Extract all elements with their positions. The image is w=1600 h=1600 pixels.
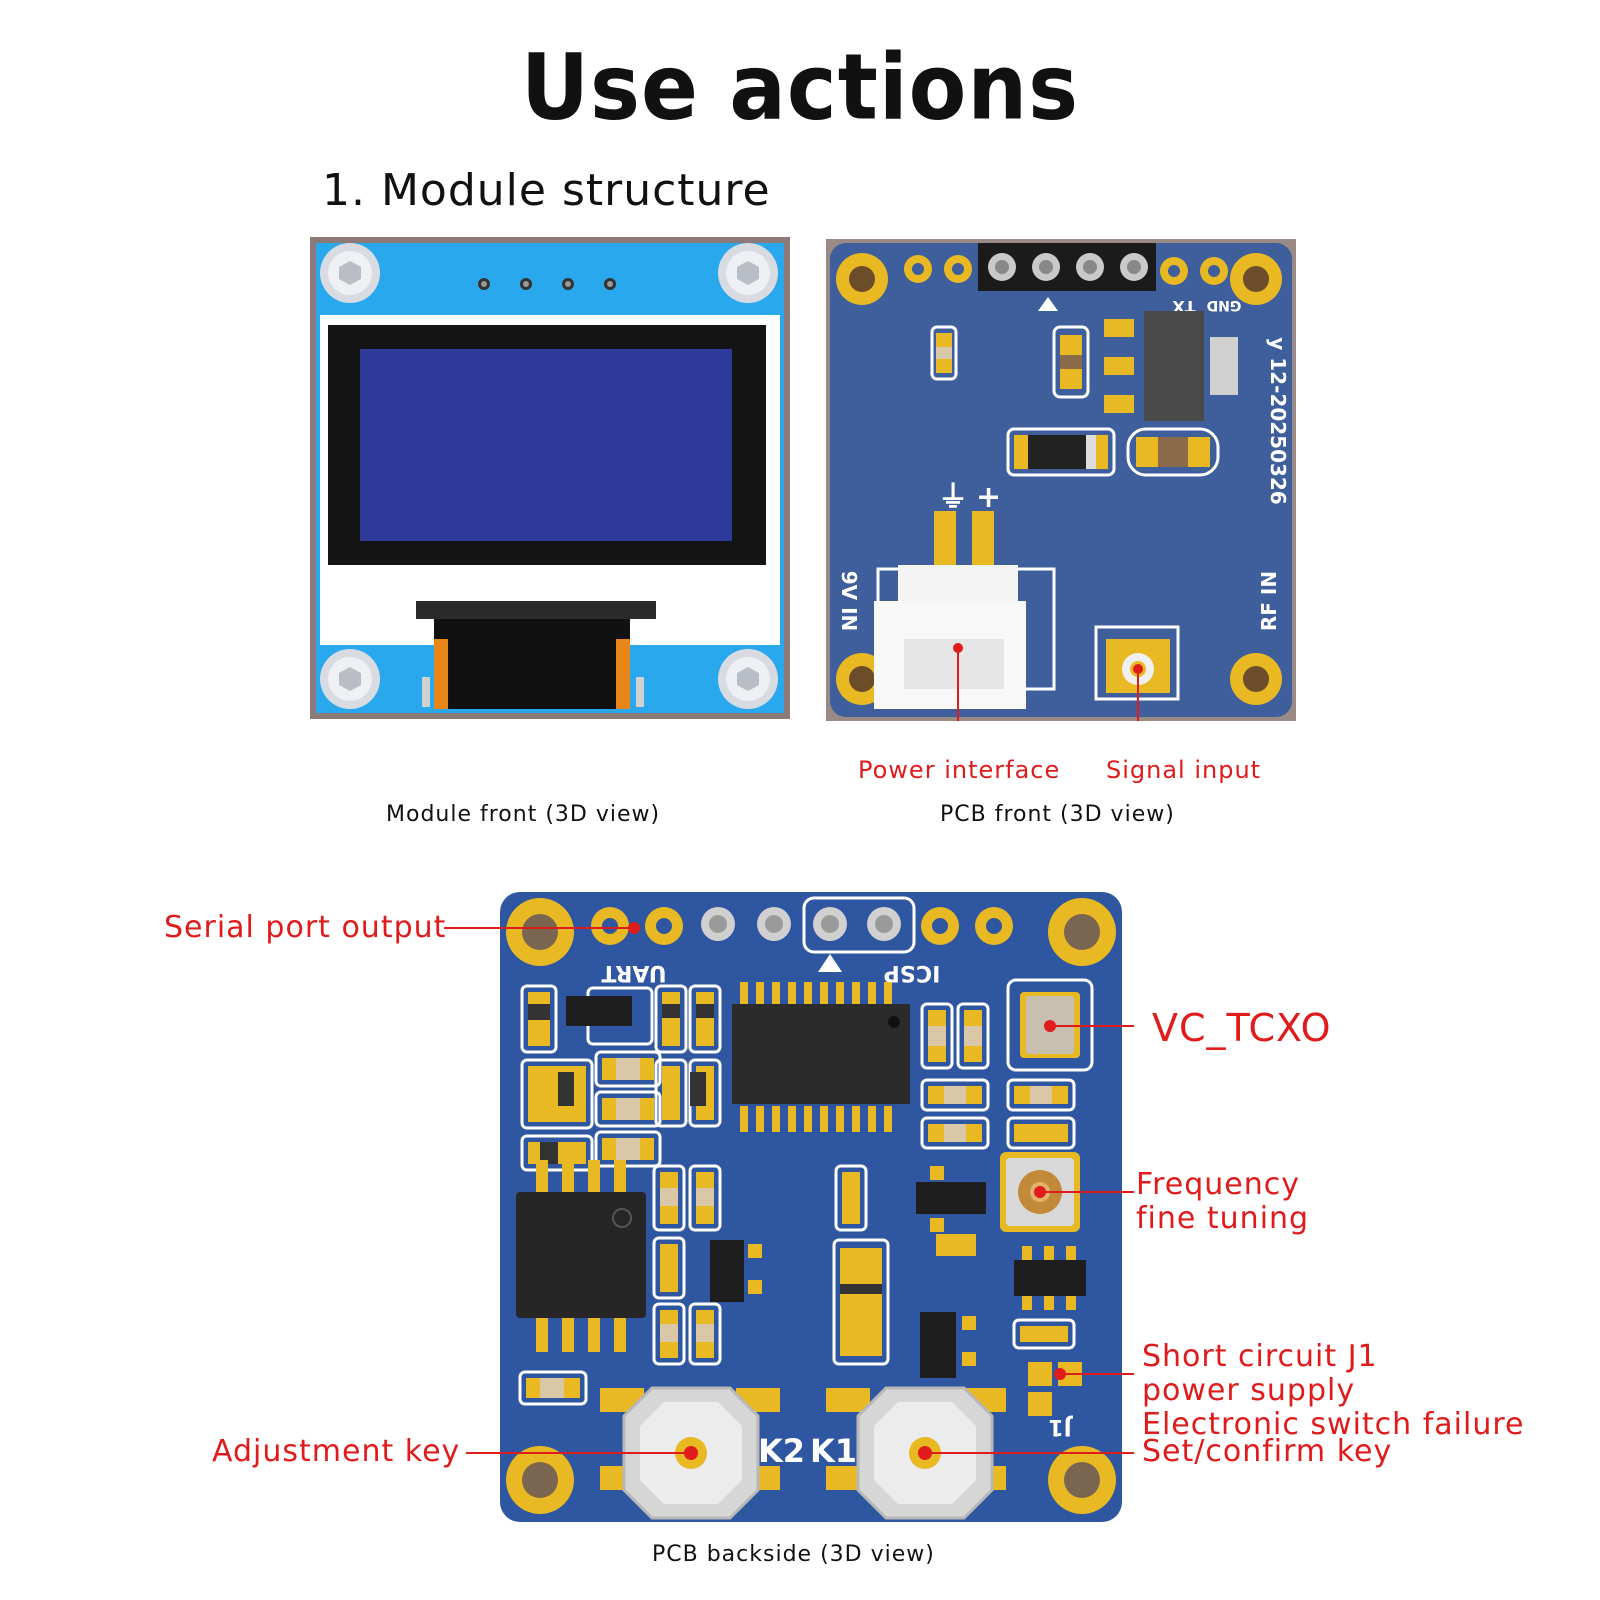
silk-uart: UART [601, 960, 666, 985]
silk-icsp: ICSP [884, 960, 941, 985]
pcb-front-caption: PCB front (3D view) [940, 802, 1175, 827]
section-heading: 1. Module structure [322, 165, 771, 216]
silk-gnd: GND [1207, 297, 1242, 313]
vc-tcxo-label: VC_TCXO [1152, 1006, 1332, 1050]
silk-9v-in: 9V IN [837, 571, 861, 632]
screw-icon [320, 243, 778, 709]
silk-version: y 12-20250326 [1266, 337, 1290, 504]
pcb-back-illustration: UART ICSP [500, 892, 1122, 1522]
module-front-view [310, 237, 790, 719]
serial-port-output-label: Serial port output [164, 910, 447, 945]
pcb-front-illustration: TX GND y 12-20250326 RF IN 9V IN ⏚ + [826, 239, 1296, 739]
short-circuit-j1-line-3: Electronic switch failure [1142, 1407, 1525, 1442]
short-circuit-j1-line-1: Short circuit J1 [1142, 1339, 1378, 1374]
frequency-fine-tuning-line-2: fine tuning [1136, 1201, 1310, 1236]
pcb-back-caption: PCB backside (3D view) [652, 1542, 935, 1567]
power-interface-label: Power interface [858, 756, 1061, 784]
silk-j1: J1 [1048, 1414, 1074, 1439]
adjustment-key-label: Adjustment key [212, 1434, 461, 1469]
module-front-illustration [310, 237, 790, 719]
pcb-back-view: UART ICSP [500, 892, 1122, 1522]
short-circuit-j1-line-2: power supply [1142, 1373, 1356, 1408]
set-confirm-key-label: Set/confirm key [1142, 1434, 1393, 1469]
short-circuit-j1-label: Short circuit J1 power supply Electronic… [1142, 1340, 1524, 1442]
frequency-fine-tuning-label: Frequency fine tuning [1136, 1168, 1309, 1236]
silk-rf-in: RF IN [1257, 571, 1281, 631]
silk-k1: K1 [810, 1432, 857, 1470]
module-front-caption: Module front (3D view) [386, 802, 661, 827]
silk-k2: K2 [758, 1432, 805, 1470]
signal-input-label: Signal input [1106, 756, 1262, 784]
page-title: Use actions [520, 34, 1080, 140]
frequency-fine-tuning-line-1: Frequency [1136, 1167, 1300, 1202]
pcb-front-view: TX GND y 12-20250326 RF IN 9V IN ⏚ + [826, 239, 1296, 739]
plus-symbol-icon: + [976, 480, 1001, 515]
ground-symbol-icon: ⏚ [938, 480, 968, 515]
